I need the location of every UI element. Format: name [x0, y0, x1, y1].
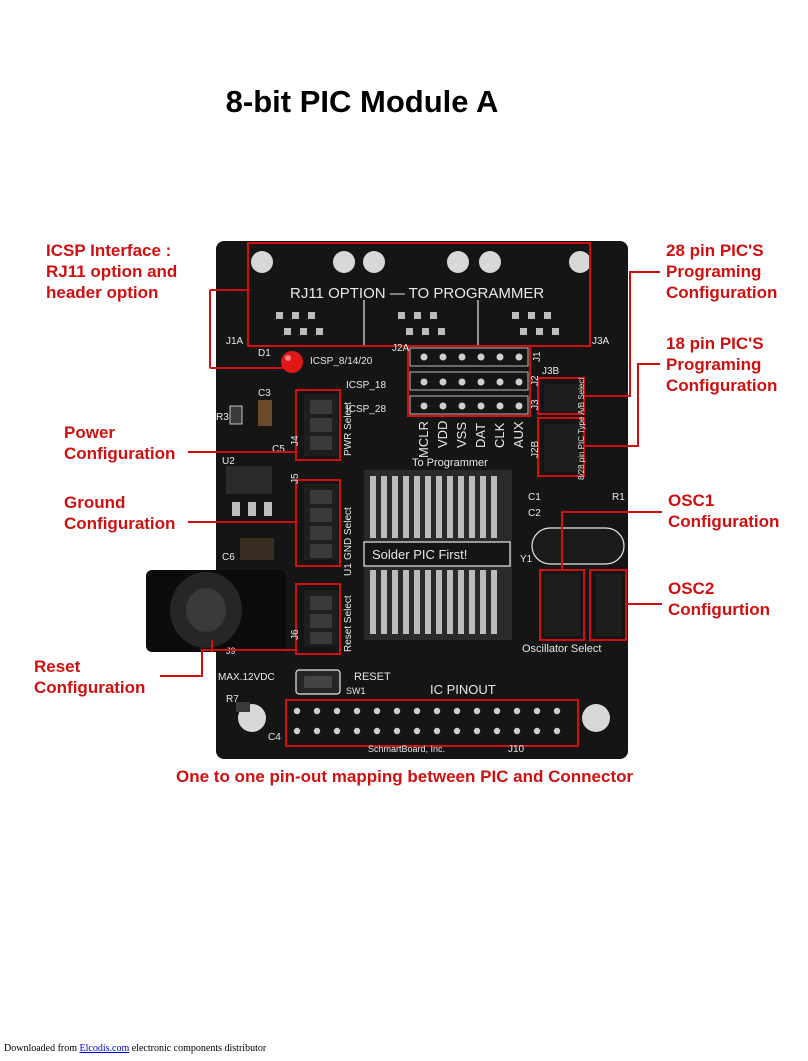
svg-text:U2: U2 [222, 456, 235, 467]
svg-text:J3B: J3B [542, 366, 560, 377]
page-title: 8-bit PIC Module A [225, 84, 499, 119]
svg-text:ICSP_28: ICSP_28 [346, 404, 386, 415]
elcodis-link[interactable]: Elcodis.com [79, 1043, 130, 1054]
svg-text:J2A: J2A [392, 343, 410, 354]
callout-reset-config: Reset Configuration [34, 657, 146, 697]
svg-text:DAT: DAT [473, 423, 488, 448]
svg-text:J3A: J3A [592, 336, 610, 347]
cap-c3 [258, 400, 272, 426]
svg-text:GND Select: GND Select [343, 507, 354, 560]
download-footer: Downloaded from Elcodis.com electronic c… [4, 1043, 266, 1054]
icsp-header-pins [420, 353, 523, 410]
svg-text:U1: U1 [343, 563, 354, 576]
svg-text:R1: R1 [612, 492, 625, 503]
resistor-r3 [229, 405, 243, 425]
callout-ground-config: Ground Configuration [64, 493, 176, 533]
callout-power-config: Power Configuration [64, 423, 176, 463]
svg-text:J2B: J2B [530, 440, 541, 458]
svg-text:CLK: CLK [492, 422, 507, 448]
svg-text:C1: C1 [528, 492, 541, 503]
osc-select-headers [539, 569, 627, 641]
svg-text:J4: J4 [290, 435, 301, 446]
svg-text:J3: J3 [530, 399, 541, 410]
footer-suffix: electronic components distributor [129, 1043, 267, 1054]
mounting-hole-top-left [251, 251, 273, 273]
callout-osc2-config: OSC2 Configurtion [668, 579, 770, 619]
gnd-select-header [295, 479, 341, 567]
pwr-select-header [295, 389, 341, 461]
ic-pinout-pins [293, 707, 561, 735]
svg-text:J6: J6 [290, 629, 301, 640]
callout-leader-lines [160, 271, 662, 677]
rj11-pads [276, 312, 559, 335]
svg-text:IC PINOUT: IC PINOUT [430, 682, 496, 697]
reset-select-header [295, 583, 341, 655]
svg-text:SchmartBoard, Inc.: SchmartBoard, Inc. [368, 744, 445, 754]
svg-text:PWR Select: PWR Select [343, 402, 354, 456]
svg-text:J10: J10 [508, 744, 525, 755]
svg-text:VDD: VDD [435, 421, 450, 448]
svg-text:J2: J2 [530, 375, 541, 386]
svg-text:RESET: RESET [354, 671, 391, 683]
svg-text:MCLR: MCLR [416, 421, 431, 458]
svg-text:Oscillator Select: Oscillator Select [522, 643, 601, 655]
j2b-header [537, 417, 585, 477]
svg-text:SW1: SW1 [346, 686, 366, 696]
resistor-r7 [236, 702, 250, 712]
svg-text:ICSP_18: ICSP_18 [346, 380, 386, 391]
callout-pinout-mapping: One to one pin-out mapping between PIC a… [176, 767, 634, 786]
type-select-label: 8/28 pin PIC Type A/B Select [577, 377, 586, 480]
led-d1 [281, 351, 303, 373]
footer-prefix: Downloaded from [4, 1043, 80, 1054]
svg-text:MAX.12VDC: MAX.12VDC [218, 672, 275, 683]
callout-osc1-config: OSC1 Configuration [668, 491, 780, 531]
svg-text:AUX: AUX [511, 421, 526, 448]
svg-text:C6: C6 [222, 552, 235, 563]
regulator-u2 [226, 466, 272, 494]
callout-28pin-config: 28 pin PIC'S Programing Configuration [666, 241, 778, 302]
svg-text:R3: R3 [216, 412, 229, 423]
svg-text:C3: C3 [258, 388, 271, 399]
svg-text:J1A: J1A [226, 336, 244, 347]
rj11-option-label: RJ11 OPTION — TO PROGRAMMER [290, 285, 544, 302]
callout-18pin-config: 18 pin PIC'S Programing Configuration [666, 334, 778, 395]
mounting-hole-top-right [569, 251, 591, 273]
svg-text:To Programmer: To Programmer [412, 457, 488, 469]
svg-text:C2: C2 [528, 508, 541, 519]
svg-text:C5: C5 [272, 444, 285, 455]
svg-text:Solder PIC First!: Solder PIC First! [372, 547, 467, 562]
cap-c6 [240, 538, 274, 560]
pic-socket-pads [370, 476, 497, 634]
svg-text:Reset Select: Reset Select [343, 595, 354, 652]
svg-text:D1: D1 [258, 348, 271, 359]
ic-pinout-highlight [285, 699, 579, 747]
solder-pic-first-box [363, 541, 511, 567]
svg-text:Y1: Y1 [520, 554, 533, 565]
svg-text:ICSP_8/14/20: ICSP_8/14/20 [310, 356, 373, 367]
icsp-header-highlight [407, 345, 531, 417]
svg-text:VSS: VSS [454, 422, 469, 448]
crystal-y1 [531, 527, 625, 565]
svg-text:J5: J5 [290, 473, 301, 484]
mounting-hole-bottom-right [582, 704, 610, 732]
svg-text:J1: J1 [532, 351, 543, 362]
svg-text:C4: C4 [268, 732, 281, 743]
callout-icsp-interface: ICSP Interface : RJ11 option and header … [46, 241, 178, 302]
svg-text:R7: R7 [226, 694, 239, 705]
